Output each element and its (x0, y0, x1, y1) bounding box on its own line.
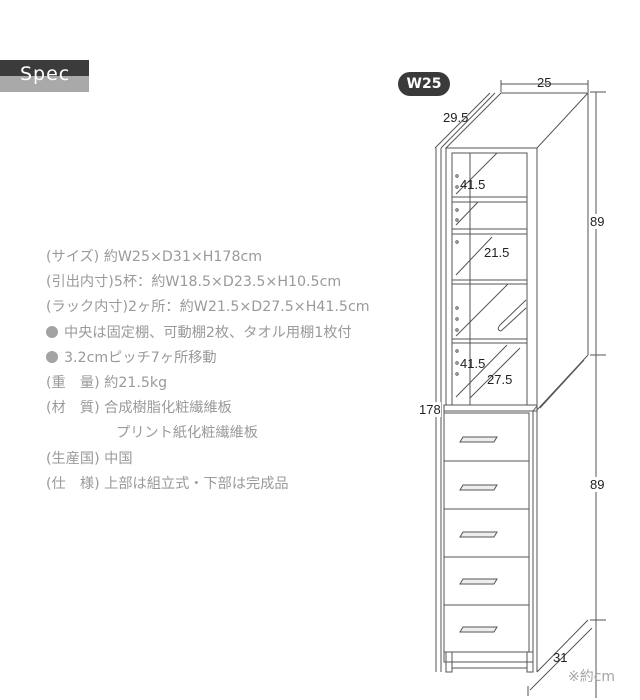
spec-row-rack-inner: (ラック内寸)2ヶ所：約W21.5×D27.5×H41.5cm (46, 299, 370, 316)
dim-lower-height: 89 (590, 477, 605, 492)
dim-upper-height: 89 (590, 214, 605, 229)
spec-row-pitch-note: 3.2cmピッチ7ヶ所移動 (46, 346, 370, 371)
spec-row-weight: (重 量) 約21.5kg (46, 374, 168, 391)
dim-rack-height-upper: 41.5 (460, 177, 486, 192)
spec-section-label: Spec (0, 60, 89, 92)
unit-note: ※約cm (568, 669, 616, 685)
spec-pitch-note-text: 3.2cmピッチ7ヶ所移動 (64, 349, 217, 366)
dim-bottom-depth: 31 (553, 650, 568, 665)
spec-row-size: (サイズ) 約W25×D31×H178cm (46, 249, 263, 265)
spec-list: (サイズ) 約W25×D31×H178cm (引出内寸)5杯：約W18.5×D2… (46, 245, 370, 497)
bullet-icon (46, 350, 58, 363)
spec-row-spec: (仕 様) 上部は組立式・下部は完成品 (46, 475, 289, 492)
spec-label-text: Spec (20, 63, 71, 85)
spec-row-material: (材 質) 合成樹脂化粧繊維板 (46, 400, 232, 417)
dim-rack-height-lower: 41.5 (460, 356, 486, 371)
spec-row-material-2: プリント紙化粧繊維板 (116, 425, 258, 442)
dim-total-height: 178 (419, 402, 441, 417)
spec-shelf-note-text: 中央は固定棚、可動棚2枚、タオル用棚1枚付 (64, 324, 352, 341)
dim-top-depth: 29.5 (443, 110, 469, 125)
spec-row-shelf-note: 中央は固定棚、可動棚2枚、タオル用棚1枚付 (46, 321, 370, 346)
width-badge: W25 (398, 72, 450, 96)
dim-top-width: 25 (537, 75, 552, 90)
bullet-icon (46, 325, 58, 338)
spec-row-origin: (生産国) 中国 (46, 450, 133, 467)
dim-rack-width: 21.5 (484, 245, 510, 260)
dim-rack-depth: 27.5 (487, 372, 513, 387)
spec-row-drawer-inner: (引出内寸)5杯：約W18.5×D23.5×H10.5cm (46, 274, 342, 291)
